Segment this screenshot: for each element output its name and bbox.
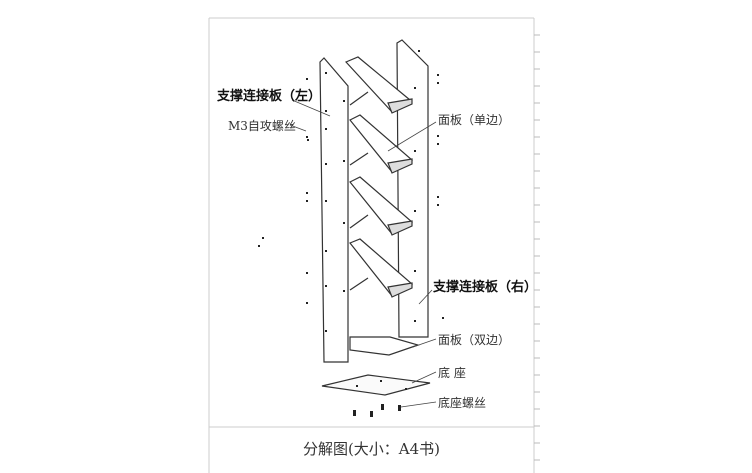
screw-dot: [306, 78, 308, 80]
label-support-right: 支撑连接板（右）: [433, 280, 538, 295]
screw-dot: [306, 302, 308, 304]
ruler-ticks: [534, 34, 540, 461]
screw-dot: [306, 192, 308, 194]
label-m3-screw: M3自攻螺丝: [228, 119, 296, 133]
screw-dot: [343, 100, 345, 102]
screw-dot: [306, 272, 308, 274]
screw-dot: [437, 82, 439, 84]
screw-dot: [437, 74, 439, 76]
screw-dot: [262, 237, 264, 239]
left-support-panel: [319, 57, 349, 363]
screw-dot: [325, 330, 327, 332]
screw-dot: [380, 380, 382, 382]
screw-dot: [343, 160, 345, 162]
screw-dot: [405, 388, 407, 390]
screw-dot: [306, 200, 308, 202]
label-base-screw: 底座螺丝: [438, 396, 487, 410]
screw-dot: [437, 196, 439, 198]
screw-dot: [325, 128, 327, 130]
screw-dot: [437, 204, 439, 206]
screw-dot: [414, 210, 416, 212]
screw-dot: [343, 290, 345, 292]
label-panel-single: 面板（单边）: [438, 113, 511, 127]
screw-dot: [437, 143, 439, 145]
screw-dot: [306, 136, 308, 138]
base-plate: [321, 374, 431, 396]
screw-dot: [414, 320, 416, 322]
screw-dot: [356, 385, 358, 387]
leader-lines: [289, 99, 437, 408]
screw-dot: [325, 110, 327, 112]
screw-dot: [442, 317, 444, 319]
screw-dot: [325, 200, 327, 202]
figure-caption: 分解图(大小：A4书): [302, 440, 441, 458]
screw-dot: [343, 222, 345, 224]
screw-dot: [414, 270, 416, 272]
screw-dot: [414, 87, 416, 89]
screw-dot: [258, 245, 260, 247]
double-panel: [349, 336, 420, 356]
screw-dot: [418, 50, 420, 52]
screw-dot: [307, 139, 309, 141]
screw-dots: [258, 50, 444, 390]
label-panel-double: 面板（双边）: [438, 333, 511, 347]
label-support-left: 支撑连接板（左）: [217, 89, 322, 104]
screw-dot: [325, 163, 327, 165]
shelf-panels: [344, 56, 414, 298]
screw-dot: [437, 135, 439, 137]
screw-dot: [325, 250, 327, 252]
page-frame: [208, 17, 535, 473]
screw-dot: [414, 150, 416, 152]
base-screws: [353, 404, 401, 417]
screw-dot: [325, 285, 327, 287]
screw-dot: [325, 72, 327, 74]
label-base: 底 座: [438, 366, 466, 380]
